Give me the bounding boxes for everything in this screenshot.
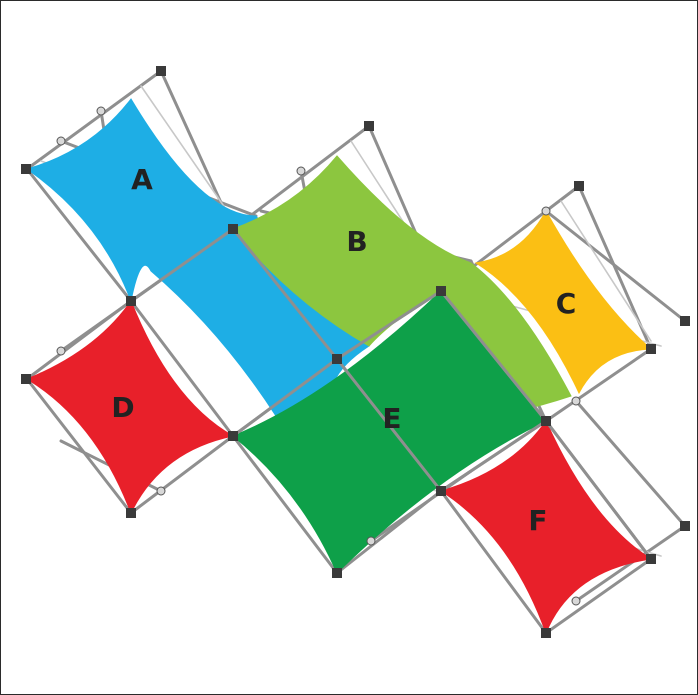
hub-connector bbox=[436, 286, 446, 296]
hub-connector bbox=[21, 164, 31, 174]
hub-connector bbox=[156, 66, 166, 76]
hub-connector bbox=[296, 166, 306, 176]
hub-connector bbox=[646, 344, 656, 354]
panel-label-b: B bbox=[346, 225, 367, 258]
hub-connector bbox=[56, 346, 66, 356]
hub-connector bbox=[332, 568, 342, 578]
hub-connector bbox=[646, 554, 656, 564]
hub-connector bbox=[436, 486, 446, 496]
panel-label-c: C bbox=[556, 287, 577, 320]
hub-connector bbox=[228, 431, 238, 441]
hub-connector bbox=[126, 296, 136, 306]
hub-connector bbox=[126, 508, 136, 518]
hub-connector bbox=[21, 374, 31, 384]
hub-group bbox=[21, 66, 690, 638]
panel-label-f: F bbox=[528, 504, 547, 537]
hub-connector bbox=[680, 316, 690, 326]
hub-connector bbox=[332, 354, 342, 364]
hub-connector bbox=[364, 121, 374, 131]
hub-connector bbox=[156, 486, 166, 496]
hub-connector bbox=[571, 596, 581, 606]
panel-label-e: E bbox=[382, 402, 401, 435]
hub-connector bbox=[574, 181, 584, 191]
panel-label-d: D bbox=[111, 391, 134, 424]
hub-connector bbox=[571, 396, 581, 406]
hub-connector bbox=[680, 521, 690, 531]
frame-struts-front bbox=[129, 227, 653, 561]
hub-connector bbox=[56, 136, 66, 146]
hub-connector bbox=[541, 628, 551, 638]
panel-group bbox=[25, 98, 653, 635]
hub-connector bbox=[228, 224, 238, 234]
panel-label-a: A bbox=[131, 163, 153, 196]
panel-labels: A B C D E F bbox=[111, 163, 576, 537]
hub-connector bbox=[541, 416, 551, 426]
hub-connector bbox=[541, 206, 551, 216]
hub-connector bbox=[366, 536, 376, 546]
hub-connector bbox=[96, 106, 106, 116]
